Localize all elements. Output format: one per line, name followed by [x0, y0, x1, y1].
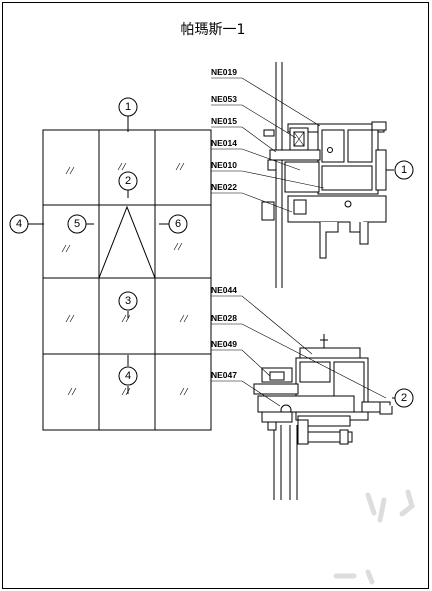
callout-label: 2: [401, 392, 407, 404]
callout-bubble-6: [168, 214, 188, 234]
upper-profile-assembly: [261, 121, 387, 259]
part-label-ne019: NE019: [211, 67, 237, 77]
drawing-title: 帕瑪斯一1: [181, 22, 246, 38]
part-label-ne022: NE022: [211, 182, 237, 192]
watermark-graphic: [333, 489, 415, 585]
upper-labels: NE019 NE053 NE015 NE014 NE010 NE022: [211, 67, 237, 192]
callout-label: 1: [401, 164, 407, 176]
elevation-view: 1 2 3 4 4 5 6: [9, 97, 212, 431]
part-label-ne010: NE010: [211, 160, 237, 170]
vent-opening-symbol: [98, 205, 156, 279]
callout-label: 6: [175, 218, 181, 230]
section-callout-bubble-1: [394, 160, 414, 180]
lower-labels: NE044 NE028 NE049 NE047: [211, 285, 237, 380]
glass-hatch-marks: [61, 162, 189, 396]
part-label-ne047: NE047: [211, 370, 237, 380]
section-detail: NE019 NE053 NE015 NE014 NE010 NE022 NE04…: [211, 62, 414, 500]
callout-bubble-1: [118, 97, 138, 117]
part-label-ne014: NE014: [211, 138, 237, 148]
part-label-ne053: NE053: [211, 94, 237, 104]
lower-profile-assembly: [253, 334, 393, 445]
callout-label: 4: [16, 218, 22, 230]
callout-bubble-5: [67, 214, 87, 234]
callout-bubble-3: [118, 291, 138, 311]
callout-bubble-2: [118, 171, 138, 191]
callout-label: 1: [125, 101, 131, 113]
callout-label: 2: [125, 175, 131, 187]
part-label-ne044: NE044: [211, 285, 237, 295]
callout-bubble-4-left: [9, 214, 29, 234]
part-label-ne049: NE049: [211, 339, 237, 349]
callout-label: 5: [74, 218, 80, 230]
upper-leader-lines: [211, 77, 325, 213]
callout-label: 3: [125, 295, 131, 307]
part-label-ne015: NE015: [211, 116, 237, 126]
section-callout-bubble-2: [394, 388, 414, 408]
callout-label: 4: [125, 370, 131, 382]
elevation-outline: [42, 129, 212, 431]
part-label-ne028: NE028: [211, 313, 237, 323]
callout-bubble-4-bottom: [118, 366, 138, 386]
lower-leader-lines: [211, 295, 387, 407]
